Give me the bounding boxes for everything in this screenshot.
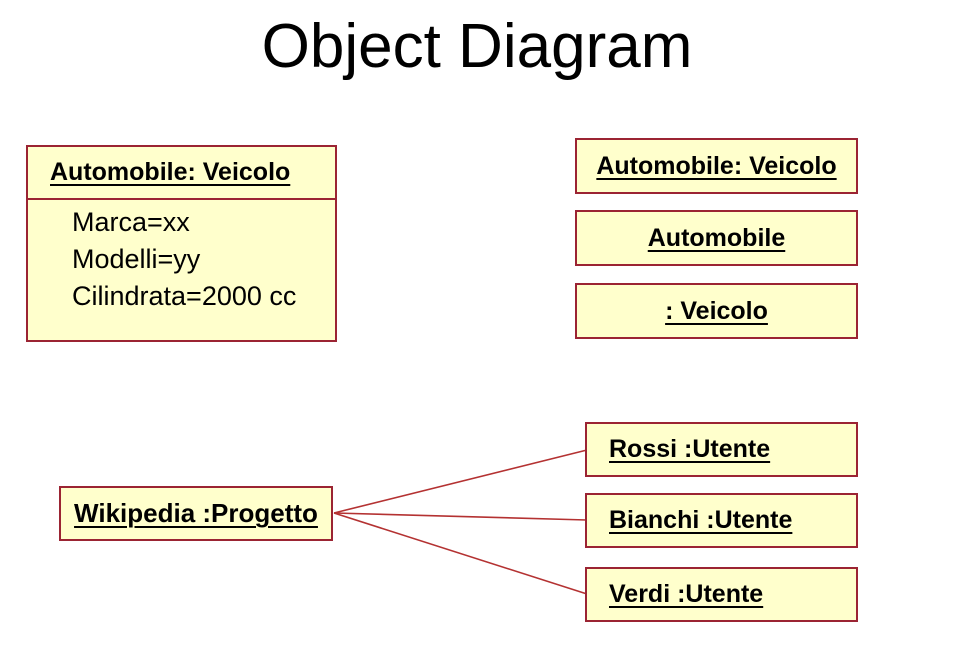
- attribute-cilindrata: Cilindrata=2000 cc: [72, 281, 297, 311]
- object-name-label: Verdi :Utente: [609, 580, 764, 608]
- object-name-label: Automobile: Veicolo: [50, 158, 291, 186]
- object-attributes: Marca=xx Modelli=yy Cilindrata=2000 cc: [28, 200, 335, 340]
- object-name-label: Bianchi :Utente: [609, 506, 793, 534]
- object-box-automobile: Automobile: [575, 210, 858, 266]
- object-header: Automobile: Veicolo: [28, 147, 335, 200]
- page-title: Object Diagram: [261, 12, 693, 81]
- object-box-automobile-veicolo: Automobile: Veicolo: [575, 138, 858, 194]
- connector-line-verdi: [333, 512, 588, 595]
- connector-line-bianchi: [333, 512, 588, 521]
- connector-line-rossi: [333, 449, 588, 514]
- object-box-verdi-utente: Verdi :Utente: [585, 567, 858, 622]
- object-box-automobile-veicolo-with-attributes: Automobile: Veicolo Marca=xx Modelli=yy …: [26, 145, 337, 342]
- object-box-wikipedia-progetto: Wikipedia :Progetto: [59, 486, 333, 541]
- object-name-label: Automobile: [647, 223, 786, 252]
- object-box-rossi-utente: Rossi :Utente: [585, 422, 858, 477]
- object-name-label: Automobile: Veicolo: [596, 151, 837, 180]
- attribute-modelli: Modelli=yy: [72, 244, 201, 274]
- object-box-bianchi-utente: Bianchi :Utente: [585, 493, 858, 548]
- object-name-label: Wikipedia :Progetto: [74, 498, 318, 528]
- attribute-marca: Marca=xx: [72, 207, 190, 237]
- object-name-label: : Veicolo: [665, 296, 768, 325]
- object-box-anonymous-veicolo: : Veicolo: [575, 283, 858, 339]
- object-name-label: Rossi :Utente: [609, 435, 771, 463]
